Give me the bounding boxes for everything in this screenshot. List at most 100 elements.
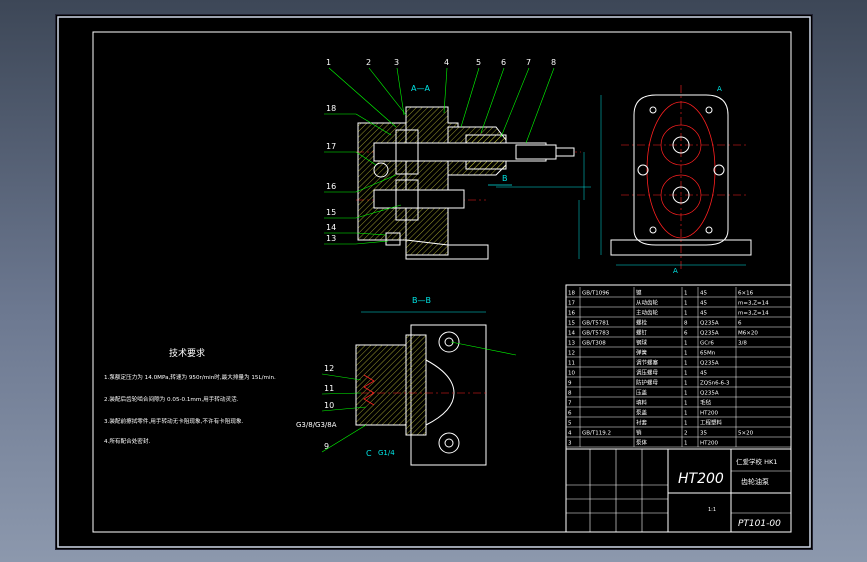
bom-cell-name: 键 xyxy=(636,289,642,297)
balloon-9: 9 xyxy=(321,424,367,453)
bom-cell-material: Q235A xyxy=(700,391,719,397)
bom-cell-name: 调压螺母 xyxy=(636,369,659,377)
title-scale: 1:1 xyxy=(708,507,716,513)
bom-cell-code: GB/T308 xyxy=(582,341,606,347)
bom-cell-note: 6×16 xyxy=(738,291,754,297)
part-balloons-top: 1 2 3 4 5 6 7 8 xyxy=(326,58,556,144)
bom-cell-code: GB/T1096 xyxy=(582,291,610,297)
part-balloons-left-b: 12 11 10 9 G3/8/G3/8A C G1/4 xyxy=(296,364,395,458)
bom-cell-material: 45 xyxy=(700,311,707,317)
drawing-frame xyxy=(92,31,792,533)
bom-cell-name: 压盖 xyxy=(636,389,648,397)
tech-req-1: 1.泵额定压力为 14.0MPa,转速为 950r/min时,最大排量为 15L… xyxy=(104,373,276,381)
bom-cell-note: m=3,Z=14 xyxy=(738,301,769,307)
section-a-a-view[interactable]: A—A B xyxy=(356,84,591,260)
bom-cell-qty: 1 xyxy=(684,421,688,427)
svg-text:3: 3 xyxy=(394,58,399,67)
bom-cell-material: 65Mn xyxy=(700,351,716,357)
bom-cell-name: 泵盖 xyxy=(636,409,648,417)
bom-cell-no: 7 xyxy=(568,401,572,407)
bom-cell-qty: 1 xyxy=(684,381,688,387)
bom-cell-note: 6 xyxy=(738,321,742,327)
thread-callout-left: G3/8/G3/8A xyxy=(296,421,337,429)
bom-cell-no: 6 xyxy=(568,411,572,417)
bom-cell-qty: 1 xyxy=(684,341,688,347)
svg-text:9: 9 xyxy=(324,442,329,451)
svg-text:4: 4 xyxy=(444,58,449,67)
bom-cell-name: 主动齿轮 xyxy=(636,309,659,317)
section-label-b-b: B—B xyxy=(412,296,431,305)
bom-cell-material: 45 xyxy=(700,301,707,307)
svg-text:11: 11 xyxy=(324,384,334,393)
bom-cell-qty: 6 xyxy=(684,331,688,337)
balloon-7: 7 xyxy=(500,58,531,138)
balloon-3: 3 xyxy=(394,58,405,116)
tech-req-3: 3.装配前擦拭零件,用手转动无卡阻现象,不许有卡阻现象. xyxy=(104,417,244,425)
balloon-4: 4 xyxy=(443,58,449,114)
bom-cell-name: 弹簧 xyxy=(636,349,648,357)
bom-cell-material: HT200 xyxy=(700,441,718,447)
section-arrow-b: B xyxy=(502,174,508,183)
bom-cell-material: 毛毡 xyxy=(700,399,712,407)
svg-text:10: 10 xyxy=(324,401,334,410)
balloon-8: 8 xyxy=(525,58,556,144)
bom-cell-note: M6×20 xyxy=(738,331,758,337)
bom-cell-name: 从动齿轮 xyxy=(636,299,659,307)
view-a-arrow-label: A xyxy=(673,267,678,275)
balloon-5: 5 xyxy=(460,58,481,128)
svg-text:6: 6 xyxy=(501,58,506,67)
bom-cell-name: 钢球 xyxy=(636,339,648,347)
bom-cell-material: ZQSn6-6-3 xyxy=(700,381,730,387)
bom-cell-name: 防护螺母 xyxy=(636,379,659,387)
svg-text:5: 5 xyxy=(476,58,481,67)
bom-cell-name: 调节螺塞 xyxy=(636,359,659,367)
bom-cell-material: Q235A xyxy=(700,361,719,367)
balloon-1: 1 xyxy=(326,58,397,128)
tech-req-4: 4.所有配合处密封. xyxy=(104,437,150,445)
svg-text:7: 7 xyxy=(526,58,531,67)
bom-cell-qty: 1 xyxy=(684,301,688,307)
bom-cell-material: GCr6 xyxy=(700,341,714,347)
svg-text:13: 13 xyxy=(326,234,336,243)
bom-cell-name: 填料 xyxy=(636,399,648,407)
sheet-border xyxy=(57,16,811,548)
bom-cell-qty: 1 xyxy=(684,351,688,357)
bom-cell-no: 8 xyxy=(568,391,572,397)
svg-text:15: 15 xyxy=(326,208,336,217)
bom-cell-no: 17 xyxy=(568,301,575,307)
title-material: HT200 xyxy=(678,471,724,487)
balloon-11: 11 xyxy=(321,384,362,395)
svg-text:8: 8 xyxy=(551,58,556,67)
gear-pump-assembly-drawing: A—A B 1 2 3 4 5 6 xyxy=(57,16,811,548)
bom-cell-material: Q235A xyxy=(700,321,719,327)
bom-cell-no: 13 xyxy=(568,341,575,347)
svg-text:2: 2 xyxy=(366,58,371,67)
balloon-15: 15 xyxy=(324,204,402,219)
title-drawing-name: 齿轮油泵 xyxy=(741,477,769,486)
bom-cell-code: GB/T5781 xyxy=(582,321,609,327)
balloon-18: 18 xyxy=(324,104,392,136)
bom-cell-material: HT200 xyxy=(700,411,718,417)
section-b-b-view[interactable]: B—B xyxy=(355,296,517,466)
bom-cell-note: 5×20 xyxy=(738,431,754,437)
bom-cell-material: 45 xyxy=(700,291,707,297)
bom-cell-qty: 1 xyxy=(684,361,688,367)
cad-viewport[interactable]: A—A B 1 2 3 4 5 6 xyxy=(55,14,813,550)
view-c-label: C xyxy=(366,449,372,458)
view-a-end-view[interactable]: A A xyxy=(600,85,752,275)
svg-text:16: 16 xyxy=(326,182,336,191)
bom-cell-name: 衬套 xyxy=(636,419,648,427)
bom-cell-no: 11 xyxy=(568,361,575,367)
bom-cell-no: 16 xyxy=(568,311,575,317)
view-a-label: A xyxy=(717,85,722,93)
bom-cell-name: 螺栓 xyxy=(636,319,648,327)
balloon-10: 10 xyxy=(321,401,367,412)
bom-cell-no: 5 xyxy=(568,421,572,427)
title-block[interactable]: HT200 仁爱学校 HK1 齿轮油泵 PT101-00 1:1 xyxy=(566,448,791,532)
balloon-14: 14 xyxy=(324,223,387,236)
bom-cell-qty: 8 xyxy=(684,321,688,327)
bom-cell-no: 9 xyxy=(568,381,572,387)
svg-text:12: 12 xyxy=(324,364,334,373)
bom-cell-no: 15 xyxy=(568,321,575,327)
